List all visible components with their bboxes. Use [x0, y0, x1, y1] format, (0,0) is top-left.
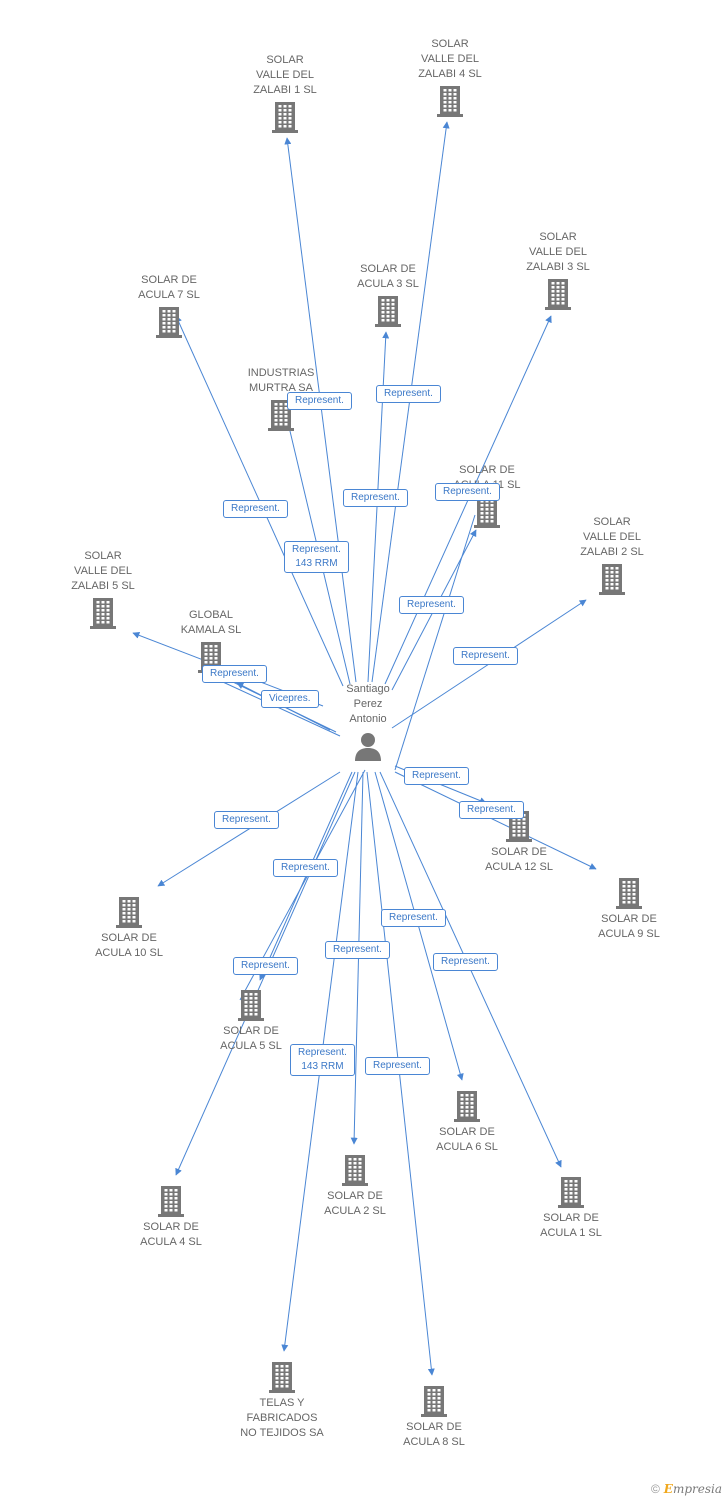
building-icon	[454, 1091, 480, 1122]
building-icon	[238, 990, 264, 1021]
edge-label-a2[interactable]: Represent.	[325, 941, 390, 959]
edge-label-im[interactable]: Represent. 143 RRM	[284, 541, 349, 573]
building-icon	[269, 1362, 295, 1393]
company-node-vz1[interactable]: SOLAR VALLE DEL ZALABI 1 SL	[225, 53, 345, 134]
footer: ©Empresia	[651, 1482, 722, 1496]
company-name: SOLAR VALLE DEL ZALABI 4 SL	[418, 38, 482, 80]
company-name: SOLAR VALLE DEL ZALABI 5 SL	[71, 550, 135, 592]
company-node-a9[interactable]: SOLAR DE ACULA 9 SL	[569, 876, 689, 942]
company-node-vz4[interactable]: SOLAR VALLE DEL ZALABI 4 SL	[390, 37, 510, 118]
building-icon	[474, 497, 500, 528]
edge-label-a12[interactable]: Represent.	[404, 767, 469, 785]
company-name: SOLAR VALLE DEL ZALABI 1 SL	[253, 54, 317, 96]
copyright-symbol: ©	[650, 1482, 660, 1496]
company-node-a5[interactable]: SOLAR DE ACULA 5 SL	[191, 988, 311, 1054]
company-name: SOLAR VALLE DEL ZALABI 3 SL	[526, 231, 590, 273]
company-name: SOLAR DE ACULA 10 SL	[95, 932, 163, 959]
company-name: SOLAR DE ACULA 4 SL	[140, 1221, 202, 1248]
brand-logo[interactable]: Empresia	[663, 1482, 722, 1496]
building-icon	[156, 307, 182, 338]
edge-label-telas[interactable]: Represent. 143 RRM	[290, 1044, 355, 1076]
company-name: SOLAR DE ACULA 2 SL	[324, 1190, 386, 1217]
building-icon	[272, 102, 298, 133]
company-name: TELAS Y FABRICADOS NO TEJIDOS SA	[240, 1397, 324, 1439]
building-icon	[116, 897, 142, 928]
edge-label-a3[interactable]: Represent.	[376, 385, 441, 403]
company-node-a8[interactable]: SOLAR DE ACULA 8 SL	[374, 1384, 494, 1450]
company-node-telas[interactable]: TELAS Y FABRICADOS NO TEJIDOS SA	[222, 1360, 342, 1441]
edge-label-a10[interactable]: Represent.	[214, 811, 279, 829]
company-node-a10[interactable]: SOLAR DE ACULA 10 SL	[69, 895, 189, 961]
edge-label-a9[interactable]: Represent.	[459, 801, 524, 819]
edge-label-a1[interactable]: Represent.	[433, 953, 498, 971]
building-icon	[558, 1177, 584, 1208]
company-node-vz2[interactable]: SOLAR VALLE DEL ZALABI 2 SL	[552, 515, 672, 596]
company-node-a1[interactable]: SOLAR DE ACULA 1 SL	[511, 1175, 631, 1241]
company-node-a4[interactable]: SOLAR DE ACULA 4 SL	[111, 1184, 231, 1250]
building-icon	[268, 400, 294, 431]
building-icon	[90, 598, 116, 629]
company-name: SOLAR DE ACULA 3 SL	[357, 263, 419, 290]
building-icon	[342, 1155, 368, 1186]
edge-label-gk[interactable]: Vicepres.	[261, 690, 319, 708]
edge-label-a4[interactable]: Represent.	[233, 957, 298, 975]
person-icon	[355, 733, 381, 761]
company-node-gk[interactable]: GLOBAL KAMALA SL	[151, 608, 271, 674]
building-icon	[437, 86, 463, 117]
edge-label-a11[interactable]: Represent.	[435, 483, 500, 501]
edge-label-vz1[interactable]: Represent.	[287, 392, 352, 410]
company-node-a3[interactable]: SOLAR DE ACULA 3 SL	[328, 262, 448, 328]
edge-label-vz2[interactable]: Represent.	[453, 647, 518, 665]
company-name: SOLAR DE ACULA 9 SL	[598, 913, 660, 940]
building-icon	[421, 1386, 447, 1417]
edge-label-a5[interactable]: Represent.	[273, 859, 338, 877]
company-node-im[interactable]: INDUSTRIAS MURTRA SA	[221, 366, 341, 432]
person-name: Santiago Perez Antonio	[346, 683, 390, 725]
edge-secondary-3	[394, 514, 476, 771]
edge-label-vz4[interactable]: Represent.	[343, 489, 408, 507]
building-icon	[616, 878, 642, 909]
company-name: GLOBAL KAMALA SL	[180, 609, 242, 636]
edge-to-a10	[157, 771, 341, 887]
edge-to-vz1	[284, 137, 357, 683]
company-node-vz3[interactable]: SOLAR VALLE DEL ZALABI 3 SL	[498, 230, 618, 311]
company-node-vz5[interactable]: SOLAR VALLE DEL ZALABI 5 SL	[43, 549, 163, 630]
edge-label-a7[interactable]: Represent.	[223, 500, 288, 518]
company-node-a2[interactable]: SOLAR DE ACULA 2 SL	[295, 1153, 415, 1219]
company-name: INDUSTRIAS MURTRA SA	[247, 367, 315, 394]
company-name: SOLAR DE ACULA 12 SL	[485, 846, 553, 873]
company-node-a6[interactable]: SOLAR DE ACULA 6 SL	[407, 1089, 527, 1155]
company-name: SOLAR DE ACULA 8 SL	[403, 1421, 465, 1448]
edge-to-a9	[394, 771, 597, 870]
building-icon	[375, 296, 401, 327]
building-icon	[599, 564, 625, 595]
edge-label-a6[interactable]: Represent.	[381, 909, 446, 927]
building-icon	[545, 279, 571, 310]
edge-label-vz3[interactable]: Represent.	[399, 596, 464, 614]
company-node-a7[interactable]: SOLAR DE ACULA 7 SL	[109, 273, 229, 339]
building-icon	[158, 1186, 184, 1217]
edge-label-vz5[interactable]: Represent.	[202, 665, 267, 683]
company-name: SOLAR DE ACULA 6 SL	[436, 1126, 498, 1153]
company-name: SOLAR DE ACULA 7 SL	[138, 274, 200, 301]
person-node[interactable]: Santiago Perez Antonio	[318, 682, 418, 763]
company-name: SOLAR DE ACULA 5 SL	[220, 1025, 282, 1052]
edge-label-a8[interactable]: Represent.	[365, 1057, 430, 1075]
company-name: SOLAR VALLE DEL ZALABI 2 SL	[580, 516, 644, 558]
company-name: SOLAR DE ACULA 1 SL	[540, 1212, 602, 1239]
